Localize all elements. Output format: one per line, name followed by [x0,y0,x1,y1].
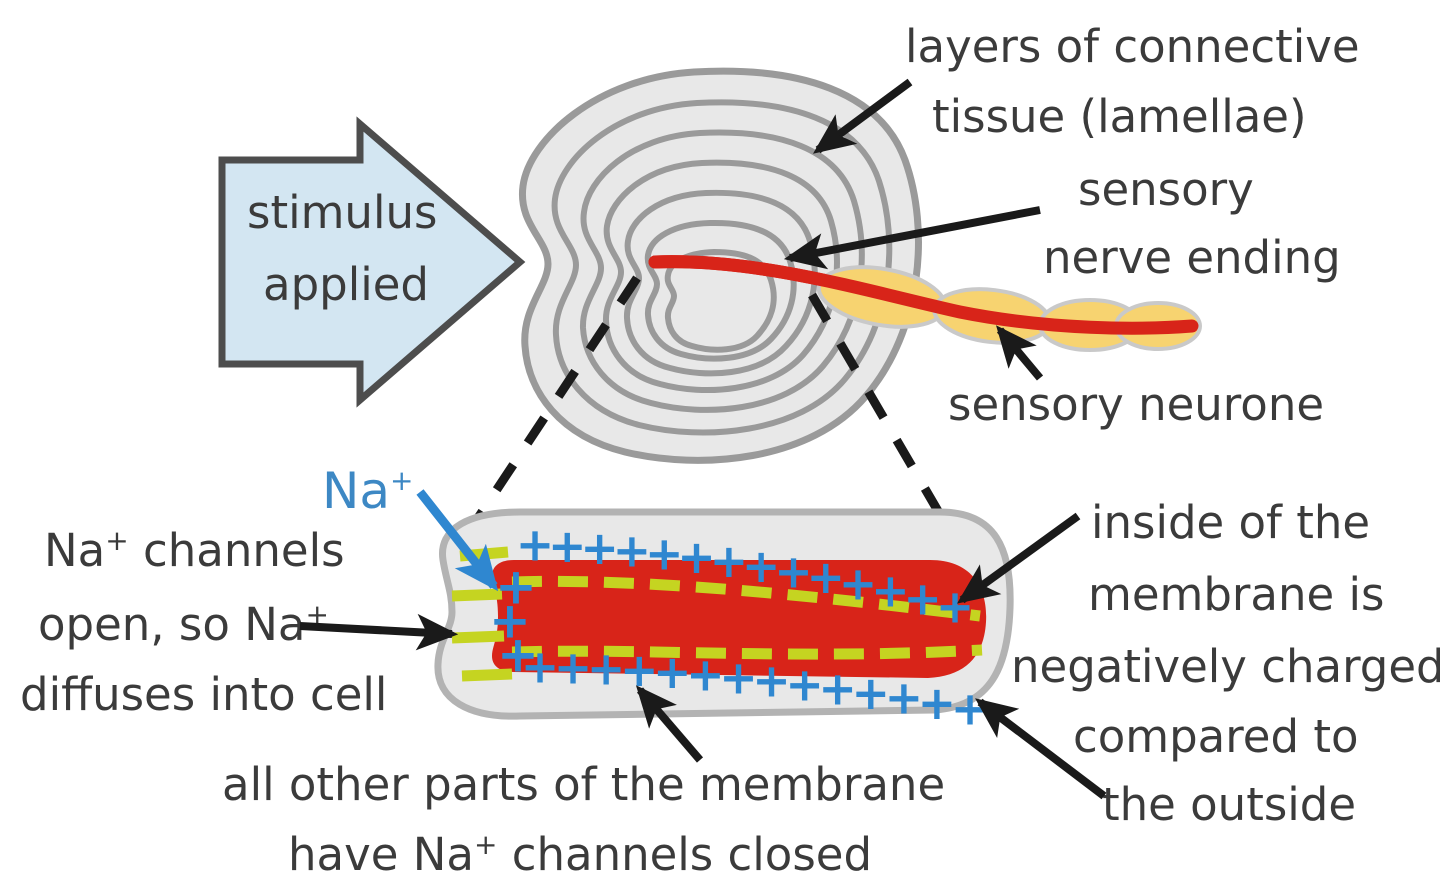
channels-open-line2: open, so Na+ [38,598,329,651]
lamella-ring-2 [551,99,893,436]
positive-charge-bottom-9: + [785,657,824,711]
inner-membrane-dashes [511,575,983,660]
positive-charge-bottom-11: + [851,666,890,720]
zoom-connectors [466,275,956,538]
positive-charge-top-2: + [548,519,587,573]
positive-charge-bottom-1: + [521,640,560,694]
positive-charge-bottom-2: + [554,640,593,694]
open-channel-dash-3 [451,630,505,644]
na-ion-label: Na+ [322,462,414,520]
positive-charge-bottom-3: + [587,642,626,696]
lamellae-label-line1: layers of connective [905,20,1360,73]
inner-membrane-dash-bottom [511,644,983,660]
positive-charge-top-5: + [645,526,684,580]
stimulus-arrow-shape [218,116,526,408]
stimulus-label-line2: applied [263,258,429,311]
sensory-neurone-pointer-arrow [996,325,1044,381]
inside-negative-pointer-arrow-bottom [975,698,1107,800]
label-pointers-top [783,78,1044,381]
zoom-connector-left [466,275,641,533]
sensory-neurone-axon [648,255,1202,352]
sodium-ion-entering-1: + [495,558,537,616]
positive-charge-top-3: + [580,521,619,575]
open-channel-dash-2 [451,588,503,602]
positive-charge-top-8: + [742,539,781,593]
membrane-detail: ++++++++++++++ ++++++++++++++ +++ [434,508,1014,736]
sodium-ions-entering: +++ [489,558,539,684]
channels-open-line3: diffuses into cell [20,668,387,721]
positive-charge-top-6: + [677,530,716,584]
zoom-connector-right [808,292,956,538]
channels-closed-pointer-arrow [635,685,704,763]
positive-charge-top-4: + [613,523,652,577]
positive-charge-top-13: + [903,571,942,625]
positive-charge-bottom-13: + [918,676,957,730]
positive-charge-bottom-12: + [885,671,924,725]
positive-charge-top-1: + [516,518,555,572]
nerve-ending-pointer-arrow [783,206,1041,270]
nerve-ending-label-line2: nerve ending [1043,231,1341,284]
lamellae-pointer-arrow [812,78,913,154]
lamellae-label-line2: tissue (lamellae) [932,90,1307,143]
sodium-ion-entering-3: + [497,626,539,684]
channels-open-line1: Na+ channels [44,524,345,577]
open-channel-dash-4 [461,668,513,682]
label-na-ion: Na+ [322,462,499,592]
positive-charge-bottom-7: + [719,650,758,704]
inside-negative-pointer-arrow-top [956,512,1081,604]
positive-charges-outside-top: ++++++++++++++ [516,518,975,634]
inside-negative-line4: compared to [1073,710,1359,763]
stimulus-label-line1: stimulus [247,186,437,239]
label-lamellae: layers of connective tissue (lamellae) [905,20,1360,143]
positive-charge-top-12: + [871,564,910,618]
positive-charge-top-7: + [710,534,749,588]
positive-charge-top-11: + [839,557,878,611]
positive-charges-outside-bottom: ++++++++++++++ [521,640,990,736]
positive-charge-bottom-10: + [818,661,857,715]
lamella-ring-4 [603,159,840,394]
label-nerve-ending: sensory nerve ending [1043,163,1341,284]
inside-negative-line2: membrane is [1088,568,1384,621]
channels-closed-line2: have Na+ channels closed [288,828,872,881]
positive-charge-top-9: + [774,544,813,598]
sensory-neurone-label: sensory neurone [948,378,1324,431]
positive-charge-top-14: + [936,580,975,634]
label-inside-negative: inside of the membrane is negatively cha… [956,496,1440,831]
sodium-ion-entering-2: + [489,592,531,650]
label-sensory-neurone: sensory neurone [948,378,1324,431]
nerve-ending-label-line1: sensory [1078,163,1254,216]
inside-negative-line3: negatively charged [1011,640,1440,693]
inside-negative-line5: the outside [1102,778,1356,831]
axon-line-front [648,255,1199,335]
lamella-ring-3 [579,129,865,413]
lamella-ring-7 [664,248,777,353]
inner-membrane-dash-top [511,575,981,622]
na-ion-pointer-arrow[interactable] [416,489,499,592]
positive-charge-top-10: + [806,550,845,604]
channels-closed-line1: all other parts of the membrane [222,758,945,811]
inside-negative-line1: inside of the [1091,496,1370,549]
label-channels-open: Na+ channels open, so Na+ diffuses into … [20,524,459,721]
positive-charge-bottom-6: + [686,648,725,702]
stimulus-arrow: stimulus applied [218,116,526,408]
label-channels-closed: all other parts of the membrane have Na+… [222,685,945,881]
channels-open-pointer-arrow [299,613,459,651]
positive-charge-bottom-8: + [752,654,791,708]
